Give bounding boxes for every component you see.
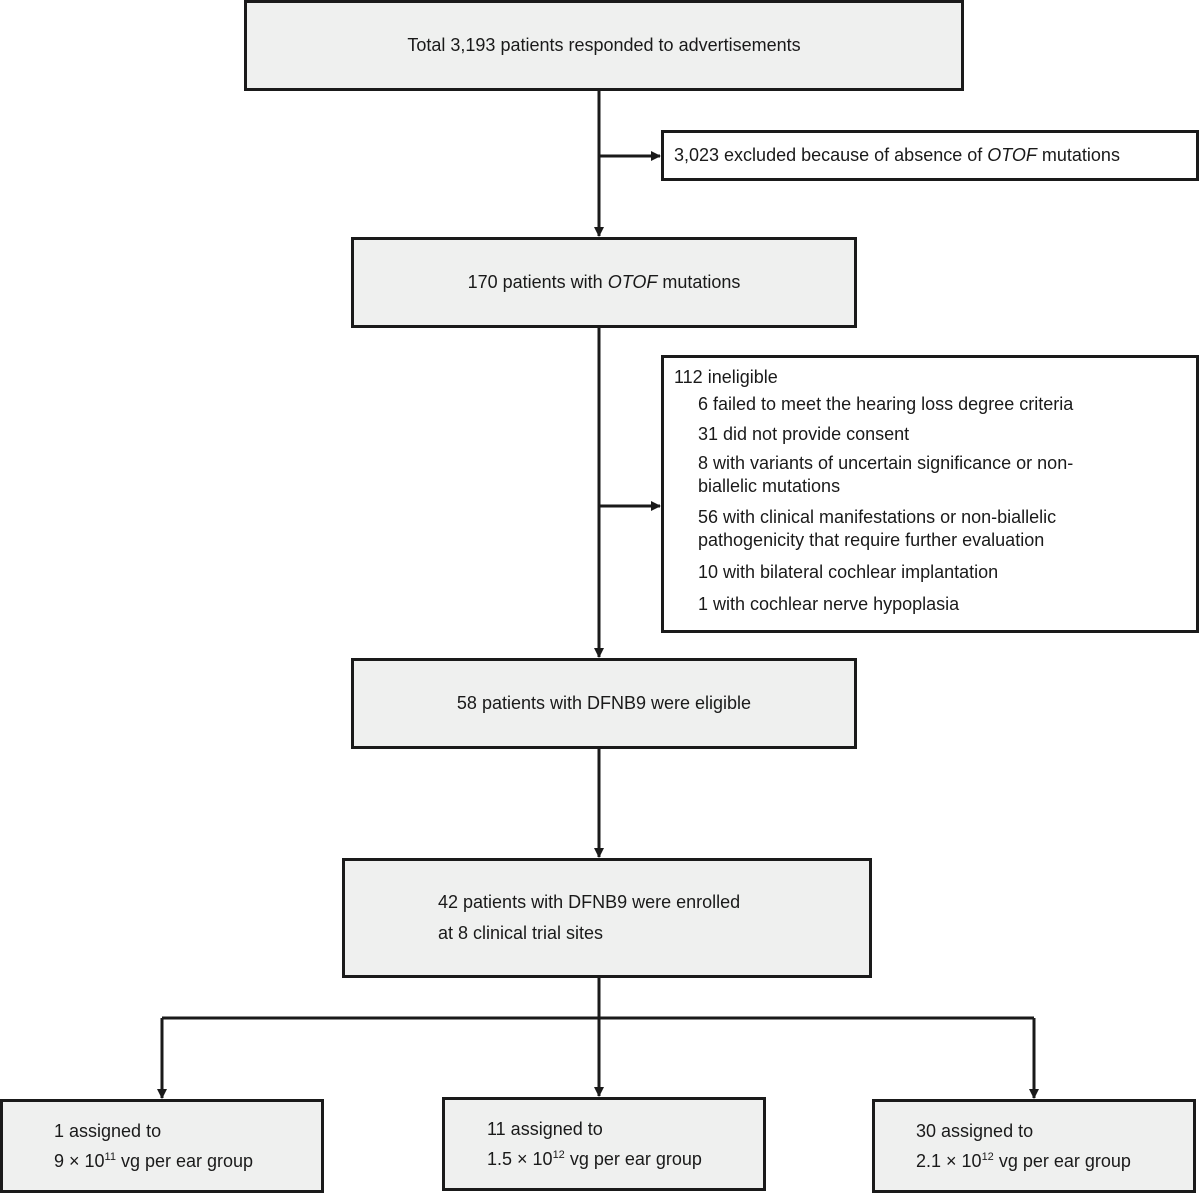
ineligible-reason: 56 with clinical manifestations or non-b… xyxy=(698,507,1057,551)
group-box-2: 11 assigned to 1.5 × 1012 vg per ear gro… xyxy=(442,1097,766,1191)
total-patients-box: Total 3,193 patients responded to advert… xyxy=(244,0,964,91)
group-1-dose: 9 × 1011 vg per ear group xyxy=(54,1151,254,1171)
excluded-label: 3,023 excluded because of absence of OTO… xyxy=(674,145,1120,165)
enrolled-line-1: 42 patients with DFNB9 were enrolled xyxy=(438,892,741,912)
ineligible-reason: 6 failed to meet the hearing loss degree… xyxy=(698,394,1074,414)
otof-patients-box: 170 patients with OTOF mutations xyxy=(351,237,857,328)
otof-patients-label: 170 patients with OTOF mutations xyxy=(467,272,741,292)
total-patients-label: Total 3,193 patients responded to advert… xyxy=(407,35,801,55)
eligible-label: 58 patients with DFNB9 were eligible xyxy=(456,693,752,713)
group-2-line-1: 11 assigned to xyxy=(487,1119,603,1139)
ineligible-reason: 10 with bilateral cochlear implantation xyxy=(698,562,999,582)
eligible-box: 58 patients with DFNB9 were eligible xyxy=(351,658,857,749)
group-3-dose: 2.1 × 1012 vg per ear group xyxy=(916,1151,1131,1171)
group-3-line-1: 30 assigned to xyxy=(916,1121,1034,1141)
ineligible-reason: 31 did not provide consent xyxy=(698,424,910,444)
group-1-line-1: 1 assigned to xyxy=(54,1121,162,1141)
excluded-box: 3,023 excluded because of absence of OTO… xyxy=(661,130,1199,181)
group-2-dose: 1.5 × 1012 vg per ear group xyxy=(487,1149,702,1169)
group-box-3: 30 assigned to 2.1 × 1012 vg per ear gro… xyxy=(872,1099,1196,1193)
ineligible-reason: 1 with cochlear nerve hypoplasia xyxy=(698,594,960,614)
ineligible-reason: 8 with variants of uncertain significanc… xyxy=(698,453,1074,497)
ineligible-title: 112 ineligible xyxy=(674,367,778,387)
enrolled-box: 42 patients with DFNB9 were enrolled at … xyxy=(342,858,872,978)
group-box-1: 1 assigned to 9 × 1011 vg per ear group xyxy=(0,1099,324,1193)
ineligible-box: 112 ineligible 6 failed to meet the hear… xyxy=(661,355,1199,633)
enrolled-line-2: at 8 clinical trial sites xyxy=(438,923,604,943)
